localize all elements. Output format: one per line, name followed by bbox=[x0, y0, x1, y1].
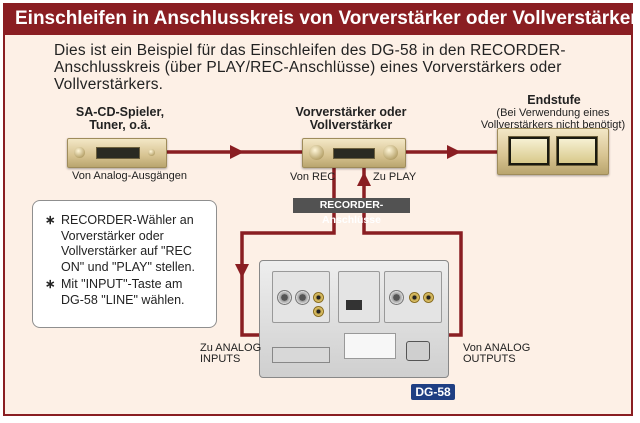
instruction-item: ∗ Mit "INPUT"-Taste am DG-58 "LINE" wähle… bbox=[45, 277, 206, 308]
poweramp-meter-right bbox=[556, 136, 598, 166]
preamp-label-line2: Vollverstärker bbox=[309, 118, 393, 132]
poweramp-meter-left bbox=[508, 136, 550, 166]
instruction-text: RECORDER-Wähler an Vorverstärker oder Vo… bbox=[61, 213, 195, 274]
preamp-device bbox=[302, 138, 406, 168]
recorder-label: RECORDER-Anschlüsse bbox=[293, 198, 410, 226]
arrow-to-preamp bbox=[230, 145, 244, 159]
preamp-label: Vorverstärker oder Vollverstärker bbox=[286, 106, 416, 132]
rating-label bbox=[344, 333, 396, 359]
source-knob bbox=[74, 147, 85, 158]
dg58-badge: DG-58 bbox=[411, 384, 455, 400]
instructions-box: ∗ RECORDER-Wähler an Vorverstärker oder V… bbox=[32, 200, 217, 328]
source-display bbox=[96, 147, 140, 159]
source-label-line2: Tuner, o.ä. bbox=[89, 118, 151, 132]
poweramp-device bbox=[497, 128, 609, 175]
dg58-input-label: Zu ANALOG INPUTS bbox=[200, 343, 261, 365]
dg58-output-label-line1: Von ANALOG bbox=[463, 342, 531, 354]
preamp-knob-right bbox=[383, 145, 398, 160]
rca-input-left bbox=[313, 306, 324, 317]
source-label: SA-CD-Spieler, Tuner, o.ä. bbox=[60, 106, 180, 132]
dg58-input-label-line2: INPUTS bbox=[200, 353, 241, 365]
dg58-output-label-line2: OUTPUTS bbox=[463, 353, 516, 365]
analog-outputs-block bbox=[384, 271, 442, 323]
preamp-display bbox=[333, 148, 375, 159]
preamp-knob-left bbox=[309, 145, 324, 160]
switch bbox=[346, 300, 362, 310]
source-caption: Von Analog-Ausgängen bbox=[72, 170, 187, 182]
poweramp-note-line1: (Bei Verwendung eines bbox=[496, 107, 610, 119]
rca-output-right bbox=[409, 292, 420, 303]
note-marker: ∗ bbox=[45, 277, 56, 291]
dg58-input-label-line1: Zu ANALOG bbox=[200, 342, 262, 354]
rca-input-right bbox=[313, 292, 324, 303]
source-button bbox=[148, 149, 155, 156]
page-title: Einschleifen in Anschlusskreis von Vorve… bbox=[3, 3, 638, 35]
selector-block bbox=[338, 271, 380, 323]
poweramp-label: Endstufe bbox=[527, 93, 581, 107]
arrow-into-dg58 bbox=[235, 264, 249, 278]
preamp-label-line1: Vorverstärker oder bbox=[295, 105, 407, 119]
note-marker: ∗ bbox=[45, 213, 56, 227]
xlr-input-right bbox=[277, 290, 292, 305]
source-device bbox=[67, 138, 167, 168]
preamp-to-play: Zu PLAY bbox=[373, 171, 417, 183]
instruction-item: ∗ RECORDER-Wähler an Vorverstärker oder V… bbox=[45, 213, 206, 275]
dg58-rear-panel bbox=[259, 260, 449, 378]
rca-output-left bbox=[423, 292, 434, 303]
intro-text: Dies ist ein Beispiel für das Einschleif… bbox=[54, 42, 566, 93]
xlr-output-right bbox=[389, 290, 404, 305]
option-slot bbox=[272, 347, 330, 363]
analog-inputs-block bbox=[272, 271, 330, 323]
preamp-from-rec: Von REC bbox=[290, 171, 336, 183]
instruction-text: Mit "INPUT"-Taste am DG-58 "LINE" wählen… bbox=[61, 277, 185, 307]
arrow-to-poweramp bbox=[447, 145, 461, 159]
power-inlet bbox=[406, 341, 430, 361]
dg58-output-label: Von ANALOG OUTPUTS bbox=[463, 343, 530, 365]
arrow-up-to-play bbox=[357, 172, 371, 186]
source-label-line1: SA-CD-Spieler, bbox=[75, 105, 165, 119]
xlr-input-left bbox=[295, 290, 310, 305]
